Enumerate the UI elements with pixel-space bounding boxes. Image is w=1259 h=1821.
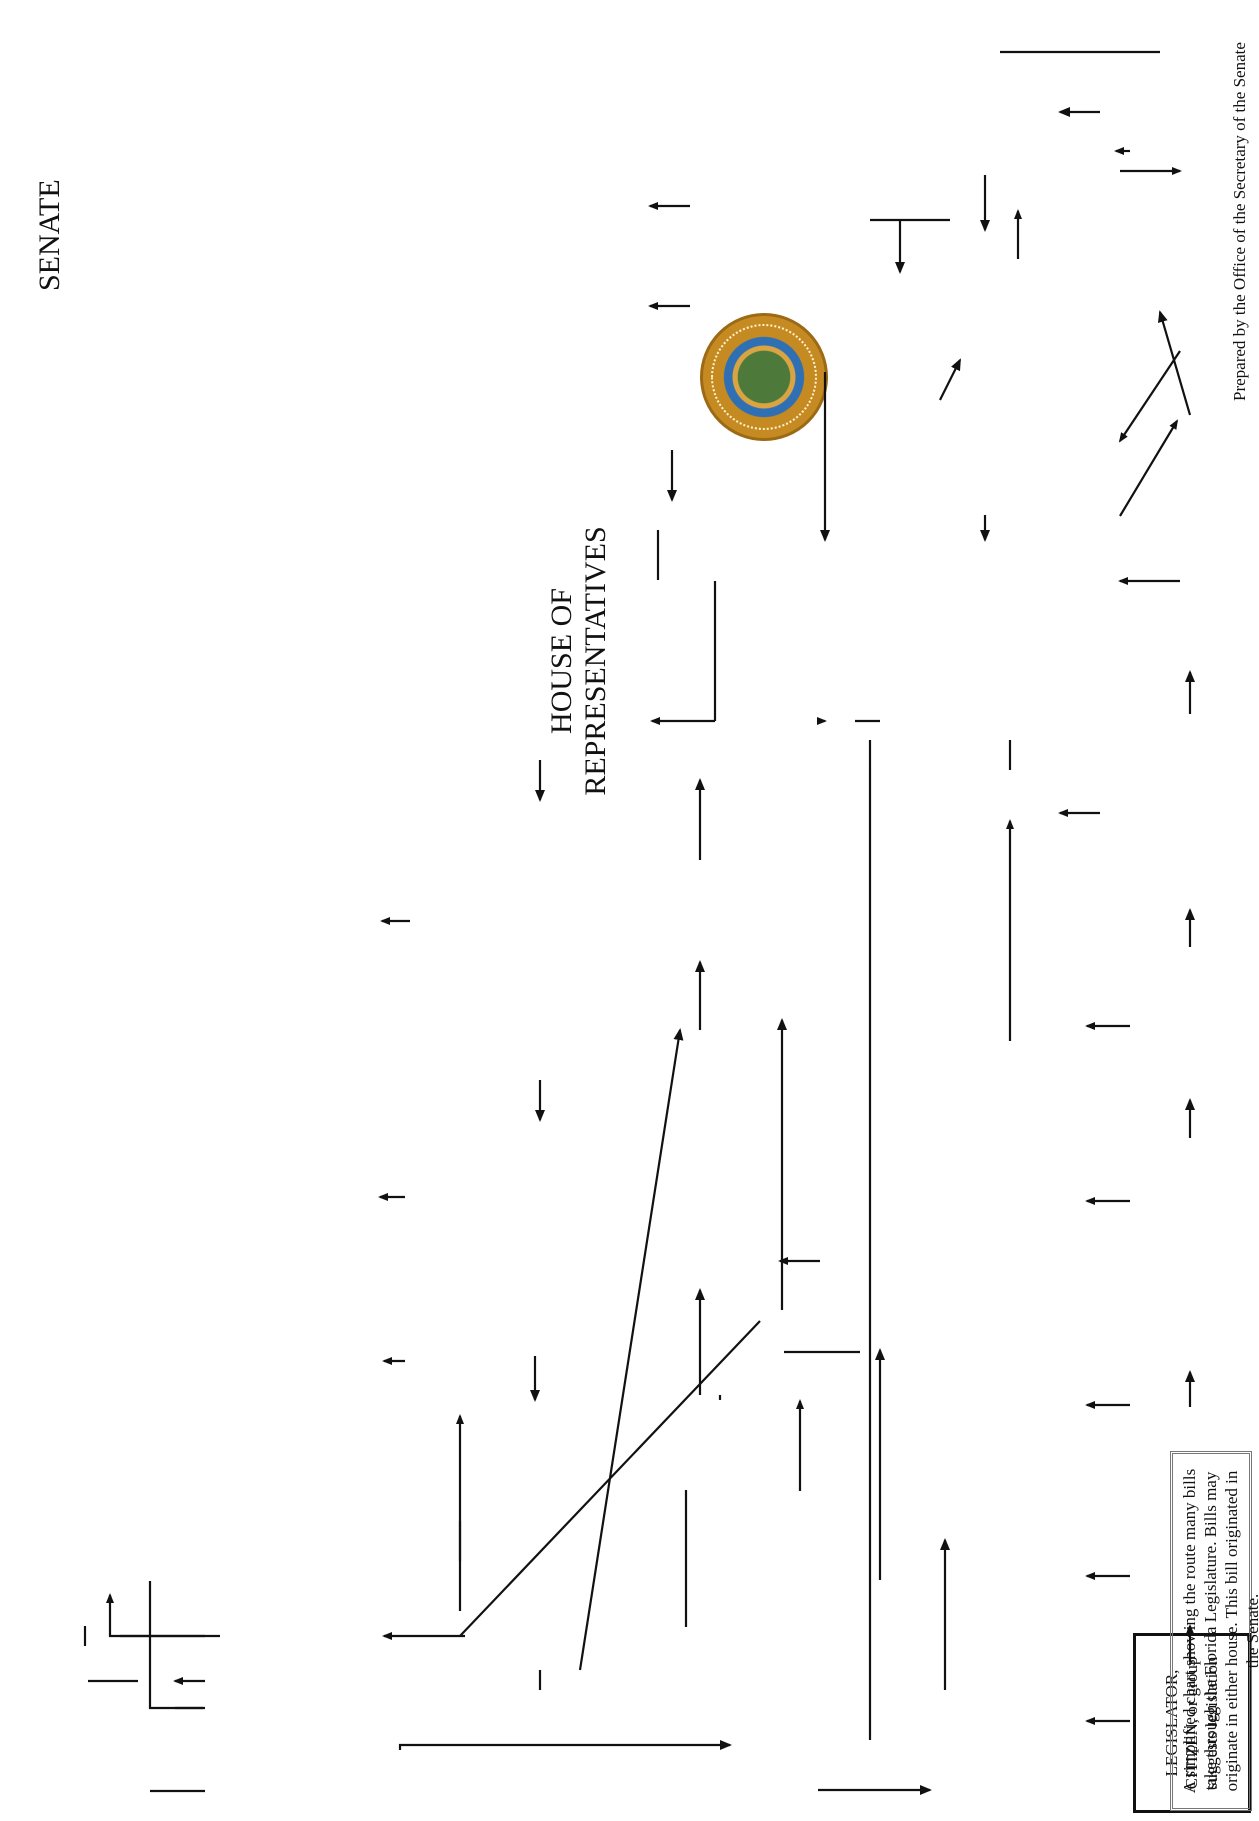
connector-lines xyxy=(398,50,1195,1795)
chart-layer xyxy=(398,50,1195,1795)
